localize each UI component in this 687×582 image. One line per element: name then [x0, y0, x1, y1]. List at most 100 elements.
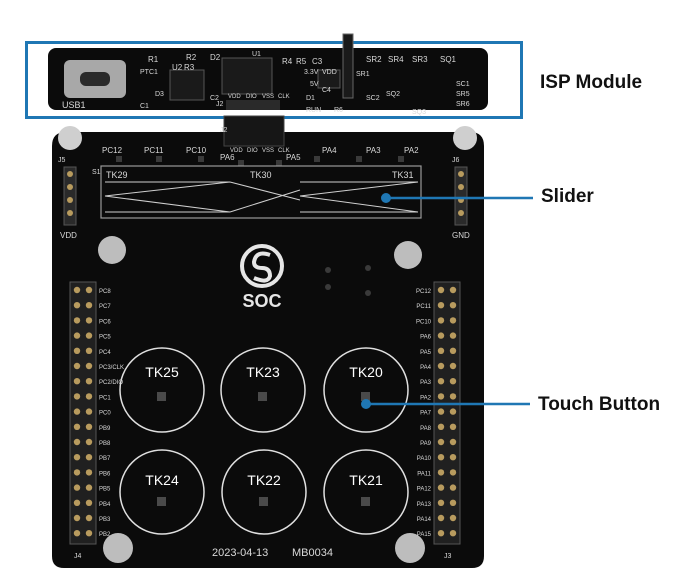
right-header-pin-label: PA14 — [417, 517, 432, 523]
header-pin — [449, 530, 457, 537]
silk-d3: D3 — [155, 91, 164, 98]
header-label-dio: DIO — [247, 148, 258, 154]
silk-sc2: SC2 — [366, 95, 380, 102]
header-pin — [85, 484, 93, 491]
right-header-pin-label: PA9 — [420, 441, 432, 447]
silk-sq1: SQ1 — [440, 55, 457, 64]
header-pin — [437, 484, 445, 491]
isp-pin-vss: VSS — [262, 94, 274, 100]
touch-button-tk25[interactable]: TK25 — [119, 347, 205, 433]
left-header-pin-label: PB3 — [99, 517, 111, 523]
left-header-pin-label: PB7 — [99, 456, 111, 462]
standoff-bottom-right — [395, 533, 425, 563]
top-pin-pc12: PC12 — [102, 146, 123, 155]
header-pin — [449, 302, 457, 309]
header-j6 — [454, 166, 468, 226]
isp-chip-u2 — [169, 69, 205, 101]
header-pin — [85, 317, 93, 324]
tk22-label: TK22 — [247, 472, 281, 488]
touch-button-label: Touch Button — [538, 394, 661, 415]
silk-j5: J5 — [58, 157, 66, 164]
top-pin-pc10: PC10 — [186, 146, 207, 155]
right-header-pin-label: PA10 — [417, 456, 432, 462]
right-header-pin-label: PA5 — [420, 350, 432, 356]
soc-logo-icon — [240, 244, 284, 288]
header-pin — [449, 438, 457, 446]
header-pin — [449, 393, 457, 400]
isp-pin-vdd: VDD — [228, 94, 241, 100]
mount-hole-tr — [453, 126, 477, 150]
isp-chip-u1 — [221, 57, 273, 95]
isp-pin-dio: DIO — [246, 94, 257, 100]
left-header-pin-label: PC8 — [99, 289, 111, 295]
header-pin — [437, 393, 445, 400]
header-pin — [85, 499, 93, 506]
right-header-pin-label: PA3 — [420, 380, 432, 386]
silk-j1-near: J2 — [216, 101, 224, 108]
touch-button-tk20[interactable]: TK20 — [323, 347, 409, 433]
silk-r1: R1 — [148, 55, 159, 64]
top-led-row — [116, 156, 404, 166]
left-header-pin-label: PC1 — [99, 395, 111, 401]
header-pin — [85, 408, 93, 415]
silk-r5: R5 — [296, 57, 307, 66]
header-pin — [449, 286, 457, 294]
touch-button-tk22[interactable]: TK22 — [221, 449, 307, 535]
touch-callout-dot — [361, 399, 371, 409]
soc-logo-text: SOC — [242, 291, 281, 311]
tk21-label: TK21 — [349, 472, 383, 488]
left-header-pin-label: PB5 — [99, 487, 111, 493]
header-pin — [449, 347, 457, 354]
header-pin — [437, 469, 445, 476]
slider-label: Slider — [541, 186, 594, 207]
header-pin — [73, 408, 81, 415]
tk24-label: TK24 — [145, 472, 179, 488]
silk-j6: J6 — [452, 157, 460, 164]
slider-tk31: TK31 — [392, 170, 414, 180]
touch-button-tk24[interactable]: TK24 — [119, 449, 205, 535]
touch-button-tk23[interactable]: TK23 — [220, 347, 306, 433]
right-header-pin-label: PC11 — [416, 304, 431, 310]
silk-c2: C2 — [210, 95, 219, 102]
header-pin — [449, 317, 457, 324]
left-header-pin-label: PC3/CLK — [99, 365, 124, 371]
isp-chip — [317, 69, 341, 89]
header-pin — [85, 530, 93, 537]
tk25-label: TK25 — [145, 364, 179, 380]
header-pin — [85, 454, 93, 461]
left-header-pin-label: PC0 — [99, 411, 111, 417]
left-header-pin-label: PC7 — [99, 304, 111, 310]
header-pin — [449, 469, 457, 476]
silk-j4: J4 — [74, 553, 82, 560]
usb-c-port — [80, 72, 110, 86]
left-header-pin-label: PC6 — [99, 319, 111, 325]
slider-tk29: TK29 — [106, 170, 128, 180]
main-pcb — [52, 132, 484, 568]
right-header-pin-label: PA13 — [417, 502, 432, 508]
silk-s1: S1 — [92, 169, 101, 176]
small-vias — [325, 265, 371, 296]
right-header-pin-label: PA6 — [420, 335, 432, 341]
silk-sr2: SR2 — [366, 55, 382, 64]
slider-callout-dot — [381, 193, 391, 203]
usb1-label: USB1 — [62, 100, 86, 110]
header-pin — [437, 378, 445, 385]
header-pin — [85, 438, 93, 446]
silk-c1: C1 — [140, 103, 149, 110]
silk-r4: R4 — [282, 57, 293, 66]
header-pin — [449, 454, 457, 461]
header-pin — [73, 484, 81, 491]
header-label-vdd: VDD — [230, 148, 243, 154]
connector-j2 — [223, 115, 285, 147]
header-pin — [85, 347, 93, 354]
header-pin — [73, 317, 81, 324]
header-pin — [85, 332, 93, 339]
header-pin — [437, 362, 445, 370]
silk-c4: C4 — [322, 87, 331, 94]
header-pin — [73, 362, 81, 370]
silk-sr3: SR3 — [412, 55, 428, 64]
silk-3v3: 3.3V — [304, 69, 319, 76]
tk20-label: TK20 — [349, 364, 383, 380]
header-pin — [73, 347, 81, 354]
touch-button-tk21[interactable]: TK21 — [323, 449, 409, 535]
